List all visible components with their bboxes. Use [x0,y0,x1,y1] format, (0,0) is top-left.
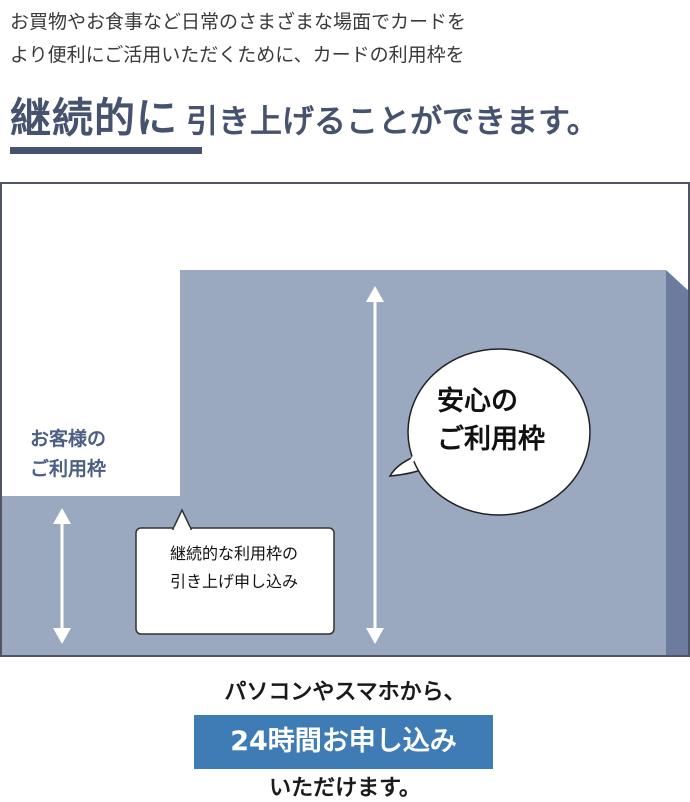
headline-emphasis: 継続的に [10,94,178,142]
headline-underline [10,147,202,154]
safe-limit-block-side [666,270,688,655]
safe-limit-label: 安心の ご利用枠 [425,383,605,459]
intro-line-1: お買物やお食事など日常のさまざまな場面でカードを [10,11,467,33]
safe-limit-bubble [388,348,591,516]
safe-limit-arrow [366,286,384,644]
safe-limit-line-1: 安心の [437,386,518,417]
customer-limit-line-2: ご利用枠 [30,458,107,480]
limit-diagram [0,182,690,657]
intro-text: お買物やお食事など日常のさまざまな場面でカードを より便利にご活用いただくために… [10,6,680,72]
headline: 継続的に引き上げることができます。 [10,84,599,144]
request-line-2: 引き上げ申し込み [169,572,298,591]
intro-line-2: より便利にご活用いただくために、カードの利用枠を [10,44,465,66]
request-callout [135,508,335,635]
customer-limit-arrow [53,508,71,644]
footer-line-3: いただけます。 [269,776,421,801]
limit-diagram-graphic [2,270,688,655]
headline-rest: 引き上げることができます。 [186,102,599,140]
request-line-1: 継続的な利用枠の [169,544,298,563]
footer-line-1: パソコンやスマホから、 [224,680,466,705]
24h-application-badge: 24時間お申し込み [194,715,493,769]
safe-limit-line-2: ご利用枠 [437,424,545,455]
request-label: 継続的な利用枠の 引き上げ申し込み [134,540,334,596]
customer-limit-line-1: お客様の [30,428,107,450]
customer-limit-label: お客様の ご利用枠 [30,424,106,484]
